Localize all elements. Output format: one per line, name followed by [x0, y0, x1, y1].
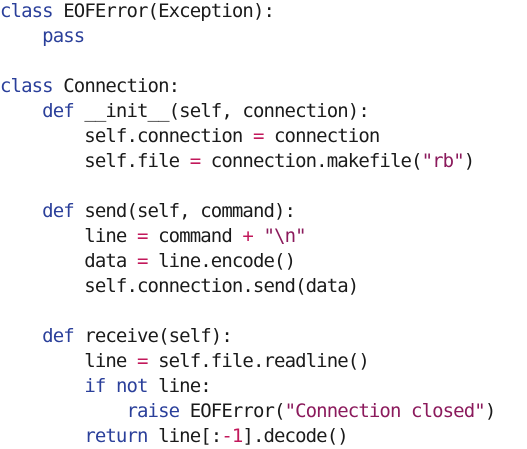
code-text: connection.makefile(	[200, 150, 423, 172]
operator: =	[137, 350, 148, 372]
code-line: self.connection.send(data)	[0, 274, 495, 299]
code-text	[253, 225, 264, 247]
keyword: return	[84, 425, 148, 447]
string-literal: "Connection closed"	[284, 400, 486, 422]
code-text: receive(self):	[73, 325, 232, 347]
keyword: not	[115, 375, 149, 397]
code-text: self.file.readline()	[147, 350, 370, 372]
code-text	[0, 200, 42, 222]
code-text: ].decode()	[242, 425, 348, 447]
code-line: self.connection = connection	[0, 124, 495, 149]
code-text: Connection:	[52, 75, 180, 97]
keyword: def	[42, 100, 75, 122]
keyword: class	[0, 0, 54, 22]
keyword: class	[0, 75, 54, 97]
code-line: def receive(self):	[0, 324, 495, 349]
code-line: self.file = connection.makefile("rb")	[0, 149, 495, 174]
code-line: def send(self, command):	[0, 199, 495, 224]
operator: =	[137, 250, 148, 272]
code-block: class EOFError(Exception): pass​class Co…	[0, 0, 496, 449]
code-text	[0, 425, 84, 447]
code-text: data	[0, 250, 138, 272]
code-line: class Connection:	[0, 74, 495, 99]
operator: =	[137, 225, 148, 247]
code-text: send(self, command):	[73, 200, 296, 222]
string-literal: "rb"	[421, 150, 465, 172]
code-line: line = command + "\n"	[0, 224, 495, 249]
operator: =	[252, 125, 264, 147]
code-line: line = self.file.readline()	[0, 349, 495, 374]
code-text	[0, 325, 42, 347]
keyword: def	[42, 200, 75, 222]
code-text: line	[0, 225, 138, 247]
code-text	[0, 375, 84, 397]
code-text	[0, 400, 126, 422]
code-line: pass	[0, 24, 495, 49]
keyword: raise	[126, 400, 180, 422]
code-text	[0, 100, 42, 122]
code-line: if not line:	[0, 374, 495, 399]
code-text: line.encode()	[147, 250, 296, 272]
keyword: if	[84, 375, 106, 397]
keyword: pass	[42, 25, 85, 47]
code-text: line[:	[147, 425, 222, 447]
code-line: ​	[0, 299, 495, 324]
code-text	[0, 25, 42, 47]
code-text: line	[0, 350, 138, 372]
code-text: EOFError(Exception):	[52, 0, 275, 22]
operator: +	[242, 225, 253, 247]
code-text: self.connection.send(data)	[0, 275, 359, 297]
number-literal: -1	[221, 425, 243, 447]
code-line: raise EOFError("Connection closed")	[0, 399, 496, 424]
code-line: class EOFError(Exception):	[0, 0, 495, 24]
operator: =	[189, 150, 201, 172]
code-text: )	[463, 150, 475, 172]
code-text: self.file	[0, 150, 190, 172]
code-text: line:	[147, 375, 212, 397]
code-line: return line[:-1].decode()	[0, 424, 495, 449]
code-line: data = line.encode()	[0, 249, 495, 274]
code-text: connection	[263, 125, 380, 147]
code-text: EOFError(	[179, 400, 286, 422]
code-text	[105, 375, 116, 397]
code-text: command	[147, 225, 243, 247]
keyword: def	[42, 325, 75, 347]
code-text: )	[484, 400, 496, 422]
code-text: __init__(self, connection):	[73, 100, 369, 122]
string-literal: "\n"	[263, 225, 307, 247]
code-line: def __init__(self, connection):	[0, 99, 495, 124]
code-text: self.connection	[0, 125, 253, 147]
code-line: ​	[0, 174, 495, 199]
code-line: ​	[0, 49, 495, 74]
